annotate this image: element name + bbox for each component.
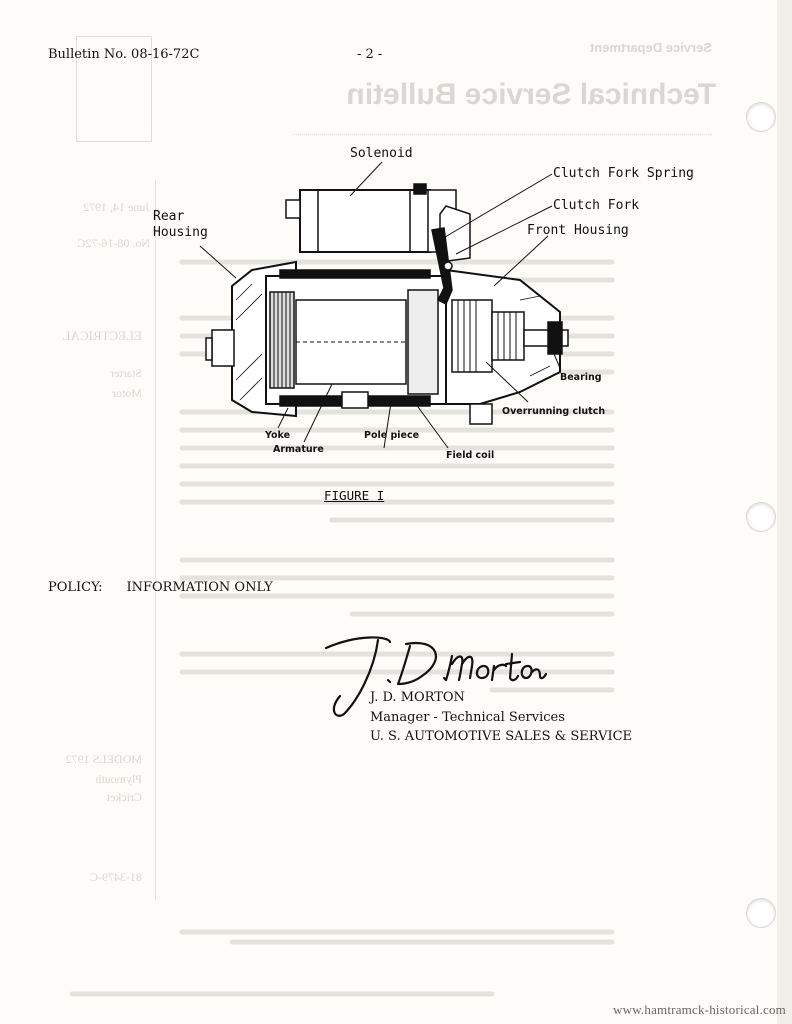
label-rear-housing-1: Rear (153, 209, 185, 224)
label-overrunning-clutch: Overrunning clutch (502, 406, 606, 417)
policy-value: INFORMATION ONLY (126, 580, 273, 595)
policy-label: POLICY: (48, 580, 103, 595)
label-bearing: Bearing (560, 372, 602, 383)
label-clutch-fork-spring: Clutch Fork Spring (553, 166, 694, 181)
punch-hole-bottom (746, 898, 776, 928)
punch-hole-middle (746, 502, 776, 532)
policy-line: POLICY: INFORMATION ONLY (48, 580, 273, 595)
label-field-coil: Field coil (446, 450, 495, 461)
figure-caption: FIGURE I (324, 488, 385, 503)
signer-organization: U. S. AUTOMOTIVE SALES & SERVICE (370, 729, 633, 744)
bulletin-number: Bulletin No. 08-16-72C (48, 47, 200, 62)
label-front-housing: Front Housing (527, 223, 629, 238)
label-clutch-fork: Clutch Fork (553, 198, 640, 213)
punch-hole-top (746, 102, 776, 132)
signer-name: J. D. MORTON (370, 690, 465, 705)
page-number: - 2 - (357, 47, 383, 62)
handwritten-signature (324, 636, 548, 717)
website-watermark: www.hamtramck-historical.com (613, 1002, 786, 1017)
starter-motor-cutaway-diagram (199, 161, 569, 449)
label-armature: Armature (273, 444, 324, 455)
label-pole-piece: Pole piece (364, 430, 420, 441)
label-yoke: Yoke (265, 430, 291, 441)
page-edge (777, 0, 792, 1024)
signer-title: Manager - Technical Services (370, 710, 565, 725)
label-solenoid: Solenoid (350, 146, 413, 161)
label-rear-housing-2: Housing (153, 225, 208, 240)
